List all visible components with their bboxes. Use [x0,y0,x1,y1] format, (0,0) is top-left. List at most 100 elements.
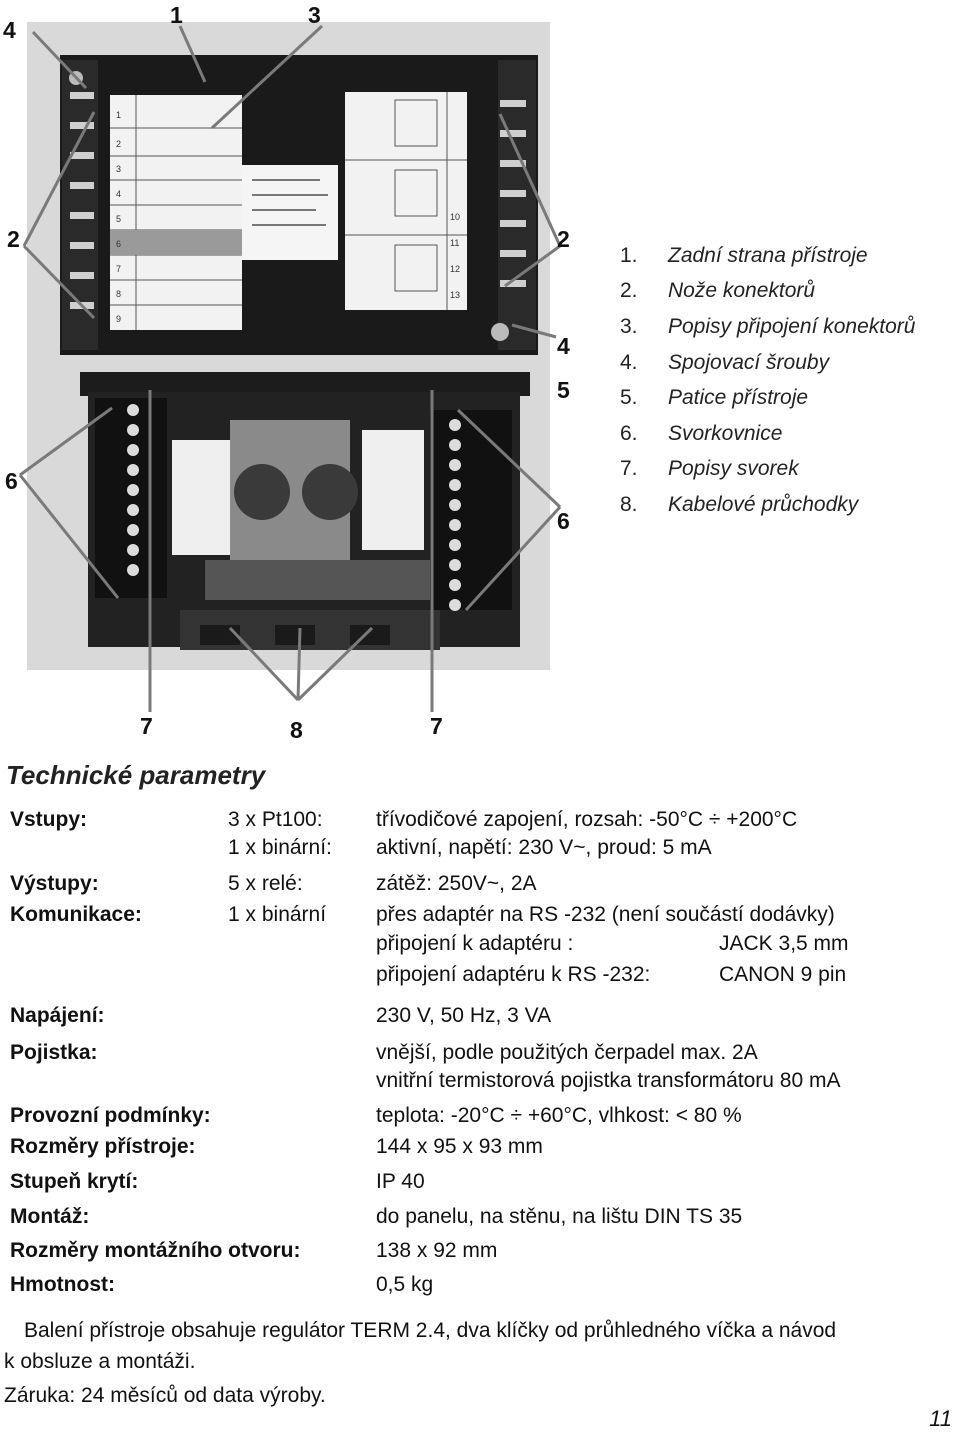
param-label: Rozměry montážního otvoru: [10,1239,301,1262]
legend-item: 5. Patice přístroje [620,380,915,416]
param-label: Montáž: [10,1205,90,1228]
param-pojistka: Pojistka: vnější, podle použitých čerpad… [10,1041,950,1071]
callout-2-right: 2 [557,226,570,252]
param-value: 138 x 92 mm [376,1239,498,1262]
warranty: Záruka: 24 měsíců od data výroby. [4,1384,326,1407]
legend-num: 3. [620,314,638,338]
param-label: Hmotnost: [10,1273,115,1296]
param-label: Vstupy: [10,808,88,831]
param-value: připojení k adaptéru : [376,932,574,955]
legend-num: 6. [620,421,638,445]
back-terminal-4: 4 [116,189,121,199]
back-terminal-5: 5 [116,214,121,224]
param-otvor: Rozměry montážního otvoru: 138 x 92 mm [10,1239,950,1269]
param-label: Komunikace: [10,903,142,926]
param-label: Napájení: [10,1004,105,1027]
package-contents-line2: k obsluze a montáži. [4,1350,196,1373]
param-value: aktivní, napětí: 230 V~, proud: 5 mA [376,836,712,859]
callout-3: 3 [308,2,321,28]
param-label: Stupeň krytí: [10,1170,139,1193]
callout-1: 1 [170,2,183,28]
back-terminal-10: 10 [450,212,460,222]
param-label: Pojistka: [10,1041,98,1064]
param-value: třívodičové zapojení, rozsah: -50°C ÷ +2… [376,808,798,831]
param-value: IP 40 [376,1170,425,1193]
param-vstupy: Vstupy: 3 x Pt100: třívodičové zapojení,… [10,808,950,838]
back-terminal-8: 8 [116,289,121,299]
param-value: 144 x 95 x 93 mm [376,1135,543,1158]
param-value: vnitřní termistorová pojistka transformá… [376,1069,841,1092]
param-komunikace-3: připojení adaptéru k RS -232: CANON 9 pi… [10,963,950,993]
callout-6-left: 6 [5,468,18,494]
callout-7-left: 7 [140,713,153,739]
param-montaz: Montáž: do panelu, na stěnu, na lištu DI… [10,1205,950,1235]
legend-num: 1. [620,243,638,267]
back-terminal-3: 3 [116,164,121,174]
legend-text: Popisy svorek [668,457,799,481]
back-terminal-13: 13 [450,290,460,300]
param-kryti: Stupeň krytí: IP 40 [10,1170,950,1200]
page-number: 11 [929,1406,952,1431]
legend-item: 7. Popisy svorek [620,452,915,488]
legend-text: Svorkovnice [668,421,783,445]
legend-num: 2. [620,279,638,303]
legend-item: 1.Zadní strana přístroje [620,238,915,274]
legend-text: Popisy připojení konektorů [668,314,916,338]
param-value: zátěž: 250V~, 2A [376,872,537,895]
param-qualifier: 1 x binární [228,903,327,926]
param-qualifier: 1 x binární: [228,836,332,859]
param-value: do panelu, na stěnu, na lištu DIN TS 35 [376,1205,743,1228]
param-value: připojení adaptéru k RS -232: [376,963,651,986]
callout-4-right: 4 [557,333,570,359]
legend-text: Nože konektorů [668,279,816,303]
legend-num: 7. [620,457,638,481]
legend-num: 8. [620,492,638,516]
param-qualifier: 3 x Pt100: [228,808,323,831]
param-rozmery: Rozměry přístroje: 144 x 95 x 93 mm [10,1135,950,1165]
param-pojistka-2: vnitřní termistorová pojistka transformá… [10,1069,950,1099]
param-value: 0,5 kg [376,1273,434,1296]
param-value: vnější, podle použitých čerpadel max. 2A [376,1041,758,1064]
param-value-secondary: JACK 3,5 mm [719,932,849,955]
callout-7-right: 7 [430,713,443,739]
param-value: přes adaptér na RS -232 (není součástí d… [376,903,835,926]
legend-text: Spojovací šrouby [668,350,830,374]
legend-num: 4. [620,350,638,374]
param-value: teplota: -20°C ÷ +60°C, vlhkost: < 80 % [376,1104,742,1127]
param-komunikace: Komunikace: 1 x binární přes adaptér na … [10,903,950,933]
param-label: Provozní podmínky: [10,1104,211,1127]
legend-item: 2. Nože konektorů [620,274,915,310]
figure-legend: 1.Zadní strana přístroje 2. Nože konektor… [620,238,915,523]
back-terminal-1: 1 [116,110,121,120]
callout-4-top: 4 [3,17,16,43]
section-title: Technické parametry [6,760,266,790]
legend-num: 5. [620,386,638,410]
back-terminal-6: 6 [116,239,121,249]
legend-item: 4. Spojovací šrouby [620,345,915,381]
back-terminal-12: 12 [450,264,460,274]
back-terminal-7: 7 [116,264,121,274]
device-figure: 1 2 3 4 5 6 7 8 9 10 11 12 13 [3,2,915,743]
param-vstupy-2: 1 x binární: aktivní, napětí: 230 V~, pr… [10,836,950,866]
callout-5: 5 [557,377,570,403]
param-qualifier: 5 x relé: [228,872,303,895]
callout-2-left: 2 [7,226,20,252]
back-terminal-9: 9 [116,314,121,324]
param-komunikace-2: připojení k adaptéru : JACK 3,5 mm [10,932,950,962]
param-napajeni: Napájení: 230 V, 50 Hz, 3 VA [10,1004,950,1034]
back-terminal-2: 2 [116,139,121,149]
legend-text: Patice přístroje [668,386,809,410]
back-terminal-11: 11 [450,238,459,248]
param-label: Výstupy: [10,872,99,895]
legend-text: Kabelové průchodky [668,492,859,516]
callout-8: 8 [290,717,303,743]
package-contents-line1: Balení přístroje obsahuje regulátor TERM… [24,1319,837,1342]
param-label: Rozměry přístroje: [10,1135,196,1158]
legend-item: 6. Svorkovnice [620,416,915,452]
callout-6-right: 6 [557,508,570,534]
param-hmotnost: Hmotnost: 0,5 kg [10,1273,950,1303]
legend-item: 8. Kabelové průchodky [620,487,915,523]
device-photo: 1 2 3 4 5 6 7 8 9 10 11 12 13 [18,22,562,712]
legend-item: 3. Popisy připojení konektorů [620,309,915,345]
param-provozni: Provozní podmínky: teplota: -20°C ÷ +60°… [10,1104,950,1134]
